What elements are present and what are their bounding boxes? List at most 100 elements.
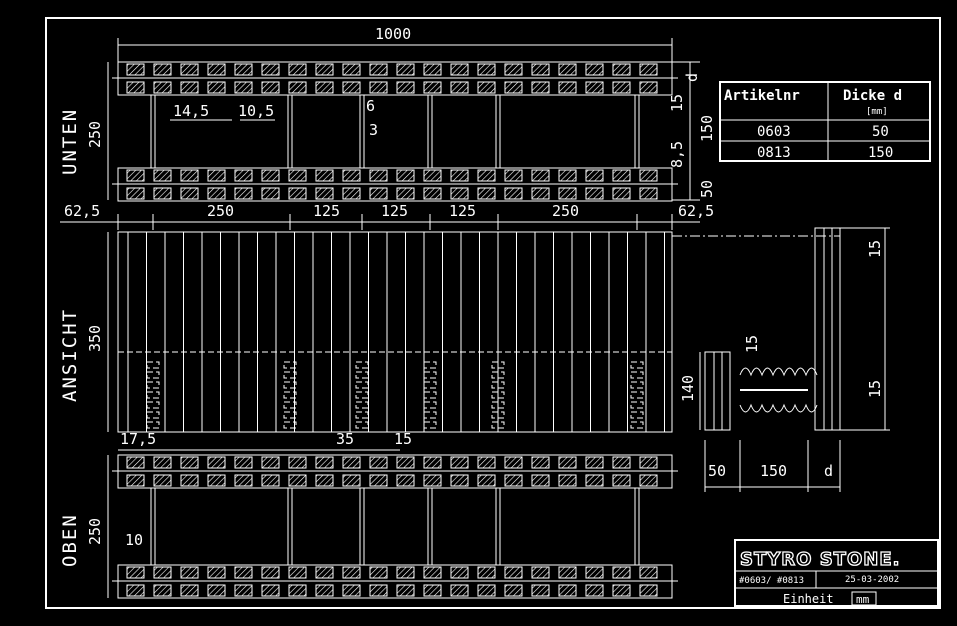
view-label-oben: OBEN <box>59 513 81 567</box>
hatched-block <box>450 169 469 182</box>
hatched-block <box>450 456 469 469</box>
hatched-block <box>477 456 496 469</box>
hatched-block <box>504 566 523 579</box>
hatched-block <box>450 187 469 200</box>
dim-right-50: 50 <box>698 180 716 198</box>
tie-hidden <box>630 391 644 399</box>
tie-hidden <box>491 401 505 409</box>
dim-right-d: d <box>683 73 701 82</box>
table-border <box>719 81 931 162</box>
hatched-block <box>423 63 442 76</box>
hatched-block <box>288 63 307 76</box>
dim-35: 35 <box>336 430 354 448</box>
tie-hidden <box>355 381 369 389</box>
hatched-block <box>639 187 658 200</box>
hatched-block <box>315 584 334 597</box>
hatched-block <box>450 584 469 597</box>
hatched-block <box>315 63 334 76</box>
elevation-outline <box>117 231 673 433</box>
hatched-block <box>477 63 496 76</box>
dim-side-d: d <box>824 462 833 480</box>
hatched-block <box>180 584 199 597</box>
dimension-lines <box>60 38 890 598</box>
hatched-block <box>585 63 604 76</box>
hatched-block <box>234 584 253 597</box>
dim-right-15: 15 <box>668 94 686 112</box>
dim-right-150: 150 <box>698 115 716 142</box>
hatched-block <box>612 566 631 579</box>
hatched-block <box>504 474 523 487</box>
table-header-artikelnr: Artikelnr <box>724 88 800 104</box>
hatched-block <box>585 584 604 597</box>
tie-hidden <box>630 421 644 429</box>
hatched-block <box>288 81 307 94</box>
hatched-block <box>180 187 199 200</box>
hatched-block <box>531 456 550 469</box>
hatched-block <box>288 187 307 200</box>
tie-hidden <box>283 401 297 409</box>
tie-hidden <box>423 411 437 419</box>
hatched-block <box>585 456 604 469</box>
hatched-block <box>315 456 334 469</box>
tie-hidden <box>630 411 644 419</box>
hatched-block <box>234 566 253 579</box>
title-date: 25-03-2002 <box>845 575 899 585</box>
hatched-block <box>261 187 280 200</box>
hatched-block <box>288 169 307 182</box>
table-header-dicke: Dicke d <box>843 88 902 104</box>
dim-oben-10: 10 <box>125 531 143 549</box>
hatched-block <box>612 584 631 597</box>
hatched-block <box>612 474 631 487</box>
table-cell-artikelnr: 0813 <box>757 145 791 161</box>
tie-hidden <box>630 381 644 389</box>
dim-side-15-top: 15 <box>866 240 884 258</box>
hatched-block <box>153 187 172 200</box>
hatched-block <box>396 81 415 94</box>
hatched-block <box>153 63 172 76</box>
hatched-block <box>504 187 523 200</box>
hatched-block <box>153 81 172 94</box>
tie-hidden <box>355 361 369 369</box>
tie-hidden <box>491 371 505 379</box>
hatched-block <box>612 456 631 469</box>
hatched-block <box>369 81 388 94</box>
hatched-block <box>261 81 280 94</box>
tie-hidden <box>283 381 297 389</box>
hatched-block <box>450 474 469 487</box>
hatched-block <box>558 81 577 94</box>
hatched-block <box>126 63 145 76</box>
hatched-block <box>180 566 199 579</box>
tie-hidden <box>283 371 297 379</box>
dim-3: 3 <box>369 121 378 139</box>
title-article: #0603/ #0813 <box>739 576 804 586</box>
hatched-block <box>423 187 442 200</box>
dim-seg-3: 125 <box>381 202 408 220</box>
dim-14-5: 14,5 <box>173 102 209 120</box>
hatched-block <box>153 169 172 182</box>
hatched-block <box>207 63 226 76</box>
tie-hidden <box>283 391 297 399</box>
tie-hidden <box>491 391 505 399</box>
hatched-block <box>477 566 496 579</box>
hatched-block <box>396 169 415 182</box>
tie-hidden <box>491 421 505 429</box>
hatched-block <box>153 566 172 579</box>
hatched-block <box>558 474 577 487</box>
hatched-block <box>531 63 550 76</box>
hatched-block <box>504 169 523 182</box>
hatched-block <box>558 566 577 579</box>
hatched-block <box>261 456 280 469</box>
drawing-frame <box>45 17 941 609</box>
hatched-block <box>423 81 442 94</box>
hatched-block <box>207 474 226 487</box>
hatched-block <box>423 584 442 597</box>
hatched-block <box>315 81 334 94</box>
tie-hidden <box>491 361 505 369</box>
dim-side-50: 50 <box>708 462 726 480</box>
hatched-block <box>342 169 361 182</box>
hatched-block <box>423 566 442 579</box>
hatched-block <box>180 169 199 182</box>
hatched-block <box>342 566 361 579</box>
hatched-block <box>315 169 334 182</box>
hatched-block <box>558 187 577 200</box>
